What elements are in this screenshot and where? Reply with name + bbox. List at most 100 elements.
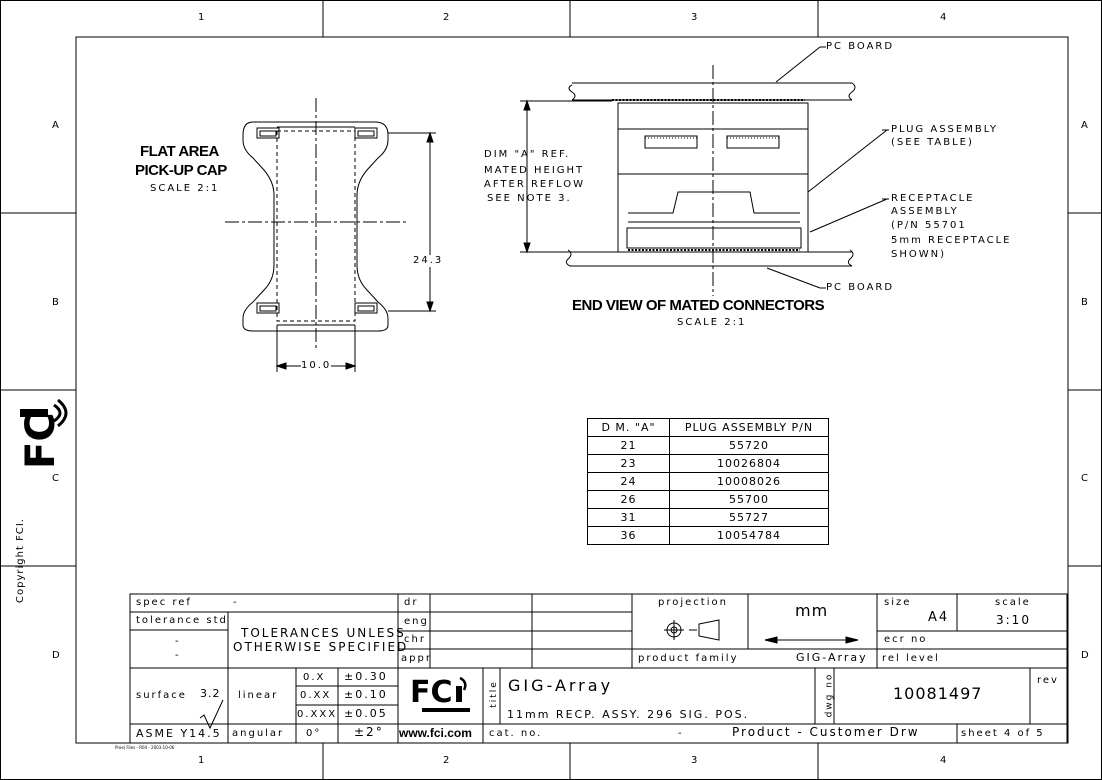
plug-assembly-line2: (SEE TABLE) [891,137,974,148]
cat-no-label: cat. no. [489,728,543,739]
svg-text:FC: FC [410,675,453,710]
pc-board-bottom-label: PC BOARD [826,282,895,293]
zone-row-d-left: D [52,650,60,661]
linear-label: linear [238,690,279,701]
surface-value: 3.2 [200,687,221,700]
table-cell: 24 [587,472,670,491]
pickup-cap-title-line1: FLAT AREA [140,143,219,160]
cat-no-value: - [678,728,684,739]
dim-width-label: 10.0 [301,360,332,372]
table-cell: 36 [587,526,670,545]
title-label: title [488,680,499,708]
drawing-type: Product - Customer Drw [732,725,920,739]
zone-col-3-top: 3 [691,12,698,23]
pickup-cap-scale: SCALE 2:1 [150,183,220,194]
dim-a-line2: MATED HEIGHT [484,165,585,176]
end-view-title: END VIEW OF MATED CONNECTORS [572,297,825,314]
dim-a-line4: SEE NOTE 3. [487,193,572,204]
product-family-label: product family [638,653,739,664]
copyright-notice: Copyright FCI. [14,518,26,603]
zone-col-1-top: 1 [198,12,205,23]
angular-key: 0° [306,728,322,739]
footer-file-info: Proe| Files - R04 - 2003-10-06 [115,745,175,750]
appr-label: appr [401,653,432,664]
pickup-cap-view [225,98,436,372]
dim-a-line1: DIM "A" REF. [484,149,571,160]
dim-height-label: 24.3 [413,255,444,267]
title-block-lines [129,593,1068,744]
scale-label: scale [995,597,1031,608]
zone-row-a-left: A [52,120,59,131]
tol-val-3: ±0.05 [344,707,388,720]
angular-val: ±2° [354,725,384,739]
zone-row-a-right: A [1081,120,1088,131]
drawing-title-line1: GIG-Array [508,676,614,695]
table-header-row: D M. "A" PLUG ASSEMBLY P/N [587,418,829,437]
receptacle-line3: (P/N 55701 [891,220,967,231]
table-cell: 55700 [669,490,829,509]
spec-ref-value: - [233,597,239,608]
tolerance-std-value-2: - [175,650,181,661]
receptacle-line1: RECEPTACLE [891,193,975,204]
receptacle-line2: ASSEMBLY [891,206,959,217]
tolerance-std-value-1: - [175,636,181,647]
dwg-number: 10081497 [893,684,983,703]
zone-row-c-right: C [1081,473,1088,484]
rev-label: rev [1037,675,1059,686]
ecr-label: ecr no [884,634,928,645]
zone-row-b-right: B [1081,297,1088,308]
dr-label: dr [404,597,419,608]
asme-standard: ASME Y14.5 [136,727,222,740]
sheet-number: sheet 4 of 5 [961,728,1045,739]
surface-label: surface [136,690,187,701]
product-family-value: GIG-Array [796,651,868,664]
tolerance-std-label: tolerance std [136,615,228,626]
table-cell: 55727 [669,508,829,527]
pc-board-top-label: PC BOARD [826,41,895,52]
zone-col-4-bottom: 4 [940,755,947,766]
zone-row-c-left: C [52,473,59,484]
projection-label: projection [658,597,728,608]
rel-level-label: rel level [882,653,940,664]
zone-col-4-top: 4 [940,12,947,23]
chr-label: chr [404,634,426,645]
dwg-no-label: dwg no [824,672,835,718]
scale-value: 3:10 [996,613,1031,627]
table-cell: 10008026 [669,472,829,491]
zone-col-2-top: 2 [443,12,450,23]
zone-row-d-right: D [1081,650,1089,661]
plug-assembly-line1: PLUG ASSEMBLY [891,124,999,135]
table-cell: 21 [587,436,670,455]
table-cell: 55720 [669,436,829,455]
units-value: mm [795,601,829,620]
size-value: A4 [928,610,950,625]
tol-val-1: ±0.30 [344,670,388,683]
end-view-scale: SCALE 2:1 [677,317,747,328]
fci-website: www.fci.com [399,726,472,740]
table-header-pn: PLUG ASSEMBLY P/N [669,418,829,437]
eng-label: eng [404,616,429,627]
tol-val-2: ±0.10 [344,688,388,701]
drawing-title-line2: 11mm RECP. ASSY. 296 SIG. POS. [507,708,750,721]
tol-key-3: 0.XXX [297,709,338,720]
tolerance-note-line1: TOLERANCES UNLESS [241,626,406,640]
zone-col-1-bottom: 1 [198,755,205,766]
zone-col-2-bottom: 2 [443,755,450,766]
pickup-cap-title-line2: PICK-UP CAP [135,162,227,179]
table-cell: 23 [587,454,670,473]
receptacle-line4: 5mm RECEPTACLE [891,235,1012,246]
zone-row-b-left: B [52,297,59,308]
fci-logo: FC [410,675,470,712]
table-cell: 31 [587,508,670,527]
tolerance-note-line2: OTHERWISE SPECIFIED [233,640,409,654]
spec-ref-label: spec ref [136,597,192,608]
size-label: size [884,597,912,608]
table-header-dim: D M. "A" [587,418,670,437]
